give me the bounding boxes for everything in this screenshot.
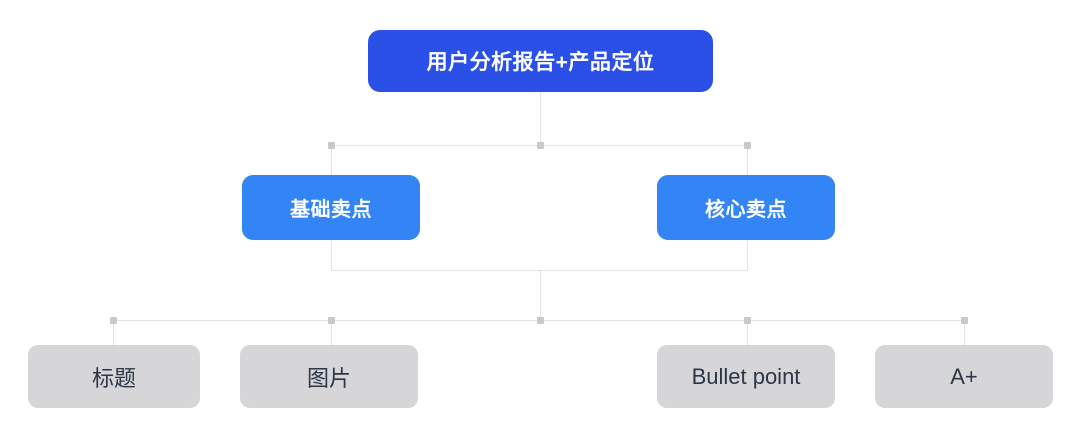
node-leaf-a-plus[interactable]: A+ <box>875 345 1053 408</box>
connector-branch-2-down <box>747 240 748 270</box>
connector-root-stem <box>540 92 541 145</box>
connector-leaf-3-drop <box>747 320 748 345</box>
node-branch-2-label: 核心卖点 <box>705 199 787 221</box>
handle-level3-2[interactable] <box>328 317 335 324</box>
node-root[interactable]: 用户分析报告+产品定位 <box>368 30 713 92</box>
connector-branch-2-drop <box>747 145 748 175</box>
connector-merge-bus <box>331 270 747 271</box>
handle-level3-4[interactable] <box>744 317 751 324</box>
node-leaf-3-label: Bullet point <box>691 363 801 389</box>
node-leaf-bullet-point[interactable]: Bullet point <box>657 345 835 408</box>
node-leaf-1-label: 标题 <box>91 365 136 391</box>
handle-level3-5[interactable] <box>961 317 968 324</box>
handle-level2-right[interactable] <box>744 142 751 149</box>
handle-level3-3[interactable] <box>537 317 544 324</box>
node-leaf-title[interactable]: 标题 <box>28 345 200 408</box>
node-root-label: 用户分析报告+产品定位 <box>426 51 655 74</box>
node-branch-basic-selling-point[interactable]: 基础卖点 <box>242 175 420 240</box>
connector-leaf-2-drop <box>331 320 332 345</box>
node-leaf-image[interactable]: 图片 <box>240 345 418 408</box>
node-leaf-4-label: A+ <box>950 363 978 389</box>
connector-branch-1-down <box>331 240 332 270</box>
handle-level3-1[interactable] <box>110 317 117 324</box>
handle-level2-left[interactable] <box>328 142 335 149</box>
node-branch-core-selling-point[interactable]: 核心卖点 <box>657 175 835 240</box>
connector-branch-1-drop <box>331 145 332 175</box>
connector-leaf-4-drop <box>964 320 965 345</box>
handle-level2-center[interactable] <box>537 142 544 149</box>
connector-leaf-1-drop <box>113 320 114 345</box>
node-leaf-2-label: 图片 <box>306 365 351 391</box>
connector-merge-stem <box>540 270 541 320</box>
node-branch-1-label: 基础卖点 <box>290 199 372 221</box>
